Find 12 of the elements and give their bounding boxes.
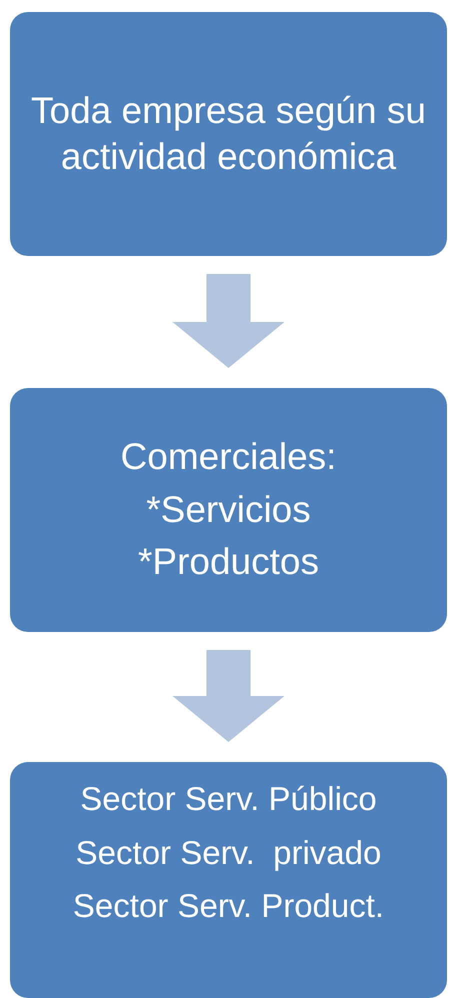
process-box (10, 762, 447, 998)
box-text: Toda empresa según su actividad económica (30, 88, 427, 179)
box-text: *Productos (138, 540, 319, 584)
box-text: *Servicios (146, 488, 311, 532)
block-arrow (172, 274, 284, 368)
process-box (10, 12, 447, 256)
process-box (10, 388, 447, 632)
box-text: Sector Serv. Product. (72, 886, 384, 926)
block-arrow (172, 650, 284, 742)
box-text: Sector Serv. Público (80, 779, 377, 819)
box-text: Sector Serv. privado (76, 832, 382, 872)
box-text: Comerciales: (120, 435, 336, 480)
